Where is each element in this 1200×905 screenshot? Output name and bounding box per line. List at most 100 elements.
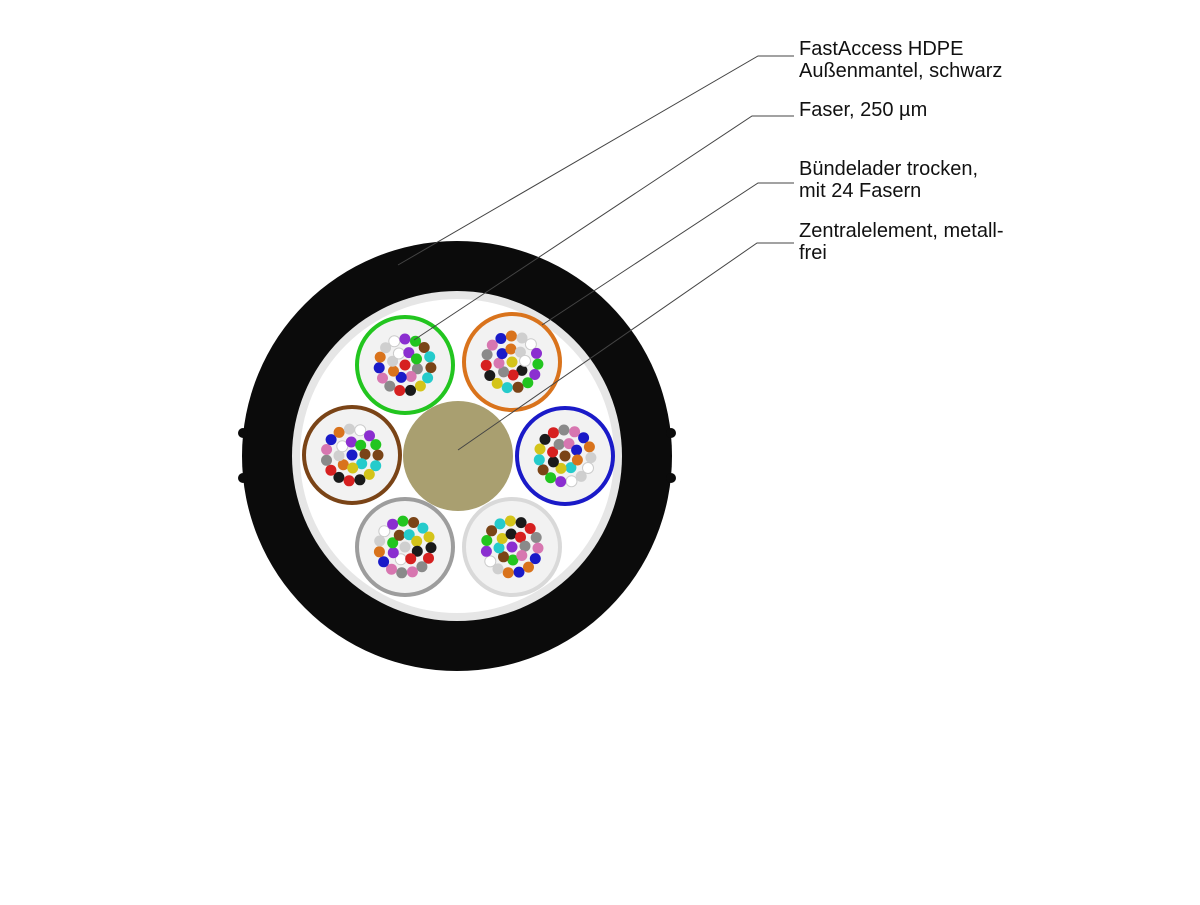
fiber <box>524 523 536 534</box>
fiber <box>547 456 559 468</box>
fiber <box>583 441 595 453</box>
fiber <box>559 450 571 462</box>
fiber <box>515 531 526 543</box>
label-loose-tube-line1: Bündelader trocken, <box>799 158 979 180</box>
fiber <box>387 547 399 559</box>
fiber <box>321 444 333 455</box>
fiber <box>346 449 358 461</box>
fiber <box>516 332 528 344</box>
fiber <box>417 522 429 534</box>
label-outer-jacket: FastAccess HDPE Außenmantel, schwarz <box>799 38 1002 82</box>
fiber <box>425 542 437 554</box>
label-loose-tube-line2: mit 24 Fasern <box>799 180 922 202</box>
fiber <box>355 439 367 451</box>
label-outer-jacket-line1: FastAccess HDPE <box>799 38 964 60</box>
fiber <box>480 545 492 557</box>
fiber <box>539 433 551 445</box>
fiber <box>505 528 517 540</box>
fiber <box>373 362 385 374</box>
fiber <box>397 515 409 527</box>
ripcord-bump <box>666 473 676 483</box>
fiber <box>333 450 345 462</box>
fiber <box>399 333 411 345</box>
leader-fiber <box>413 115 794 341</box>
fiber <box>532 358 544 370</box>
label-outer-jacket-line2: Außenmantel, schwarz <box>799 60 1003 82</box>
cable <box>238 241 676 671</box>
fiber <box>504 515 516 527</box>
fiber <box>408 517 420 528</box>
fiber <box>378 556 390 568</box>
tube-grey <box>355 497 455 597</box>
fiber <box>496 348 508 360</box>
fiber <box>514 346 526 358</box>
fiber <box>523 561 534 573</box>
fiber <box>505 330 517 342</box>
ripcord-bump <box>666 428 676 438</box>
fiber <box>364 430 375 442</box>
ripcord-bump <box>238 428 248 438</box>
fiber <box>411 545 423 557</box>
fiber <box>481 349 493 361</box>
fiber <box>380 342 392 354</box>
fiber <box>418 342 430 353</box>
fiber <box>343 475 355 487</box>
fiber <box>411 363 423 375</box>
fiber <box>388 365 399 377</box>
fiber <box>374 535 386 547</box>
fiber <box>416 561 428 573</box>
fiber <box>411 535 423 547</box>
leader-lines <box>397 55 794 451</box>
fiber <box>345 436 357 448</box>
label-fiber-line1: Faser, 250 µm <box>799 99 928 121</box>
fiber <box>555 462 567 474</box>
fiber <box>496 533 508 544</box>
fiber <box>507 554 519 566</box>
fiber <box>531 347 542 359</box>
fiber <box>547 446 559 458</box>
fiber <box>480 359 492 371</box>
fiber <box>399 359 411 371</box>
fiber <box>395 371 407 383</box>
fiber <box>354 424 367 437</box>
fiber <box>506 356 518 368</box>
fiber <box>394 385 406 396</box>
fiber <box>354 474 366 486</box>
fiber <box>333 471 345 483</box>
leader-outer-jacket <box>397 55 794 266</box>
fiber <box>505 343 517 355</box>
fiber <box>575 470 587 482</box>
fiber <box>512 381 524 393</box>
fiber <box>386 563 397 575</box>
tube-brown <box>302 405 402 505</box>
fiber <box>498 366 510 378</box>
fiber <box>333 426 345 438</box>
fiber <box>491 377 503 389</box>
fiber <box>501 382 513 394</box>
fiber <box>507 369 519 381</box>
fiber <box>563 438 575 450</box>
fiber <box>565 462 577 474</box>
fiber <box>387 537 399 549</box>
fiber <box>513 566 525 578</box>
fiber <box>585 452 597 464</box>
fiber <box>481 535 493 546</box>
fiber <box>484 370 496 381</box>
fiber <box>486 525 498 537</box>
tube-orange <box>462 312 562 412</box>
fiber <box>555 476 567 488</box>
fiber <box>384 380 396 392</box>
fiber <box>529 369 541 380</box>
fiber <box>392 347 405 360</box>
label-central-element-line1: Zentralelement, metall- <box>799 220 1004 242</box>
fiber <box>516 550 528 561</box>
fiber <box>336 440 349 453</box>
fiber <box>492 563 504 575</box>
fiber <box>529 553 541 565</box>
fiber <box>423 531 435 543</box>
fiber <box>506 541 518 553</box>
fiber <box>372 449 384 461</box>
fiber <box>403 347 415 359</box>
label-fiber: Faser, 250 µm <box>799 99 927 121</box>
